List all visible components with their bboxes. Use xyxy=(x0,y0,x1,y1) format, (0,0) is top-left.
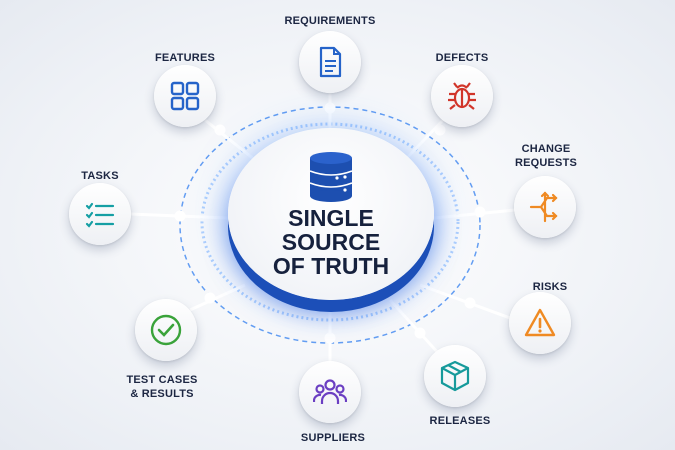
releases-label: RELEASES xyxy=(429,415,491,427)
features-label: FEATURES xyxy=(154,52,216,64)
hub-title-line: SOURCE xyxy=(281,229,381,255)
hub-title: SINGLE SOURCE OF TRUTH xyxy=(273,206,389,278)
people-icon xyxy=(313,379,347,404)
change-requests-label: CHANGE REQUESTS xyxy=(514,143,578,169)
tasks-node[interactable] xyxy=(69,183,131,245)
hub-title-line: SINGLE xyxy=(288,205,374,231)
document-icon xyxy=(319,46,342,78)
box-icon xyxy=(440,360,470,392)
requirements-node[interactable] xyxy=(299,31,361,93)
releases-node[interactable] xyxy=(424,345,486,407)
database-icon xyxy=(309,152,353,202)
grid-icon xyxy=(170,81,200,111)
warning-icon xyxy=(524,308,556,337)
defects-node[interactable] xyxy=(431,65,493,127)
features-node[interactable] xyxy=(154,65,216,127)
suppliers-node[interactable] xyxy=(299,361,361,423)
requirements-label: REQUIREMENTS xyxy=(284,15,376,27)
single-source-of-truth-hub: SINGLE SOURCE OF TRUTH xyxy=(228,128,434,300)
defects-label: DEFECTS xyxy=(435,52,489,64)
risks-node[interactable] xyxy=(509,292,571,354)
checklist-icon xyxy=(85,202,115,228)
test-cases-label: TEST CASES & RESULTS xyxy=(126,374,198,400)
test-cases-node[interactable] xyxy=(135,299,197,361)
check-circle-icon xyxy=(150,314,182,346)
hub-title-line: OF TRUTH xyxy=(272,253,390,279)
tasks-label: TASKS xyxy=(81,170,119,182)
split-arrows-icon xyxy=(529,191,558,223)
risks-label: RISKS xyxy=(532,281,568,293)
suppliers-label: SUPPLIERS xyxy=(300,432,366,444)
change-requests-node[interactable] xyxy=(514,176,576,238)
bug-icon xyxy=(448,82,476,110)
